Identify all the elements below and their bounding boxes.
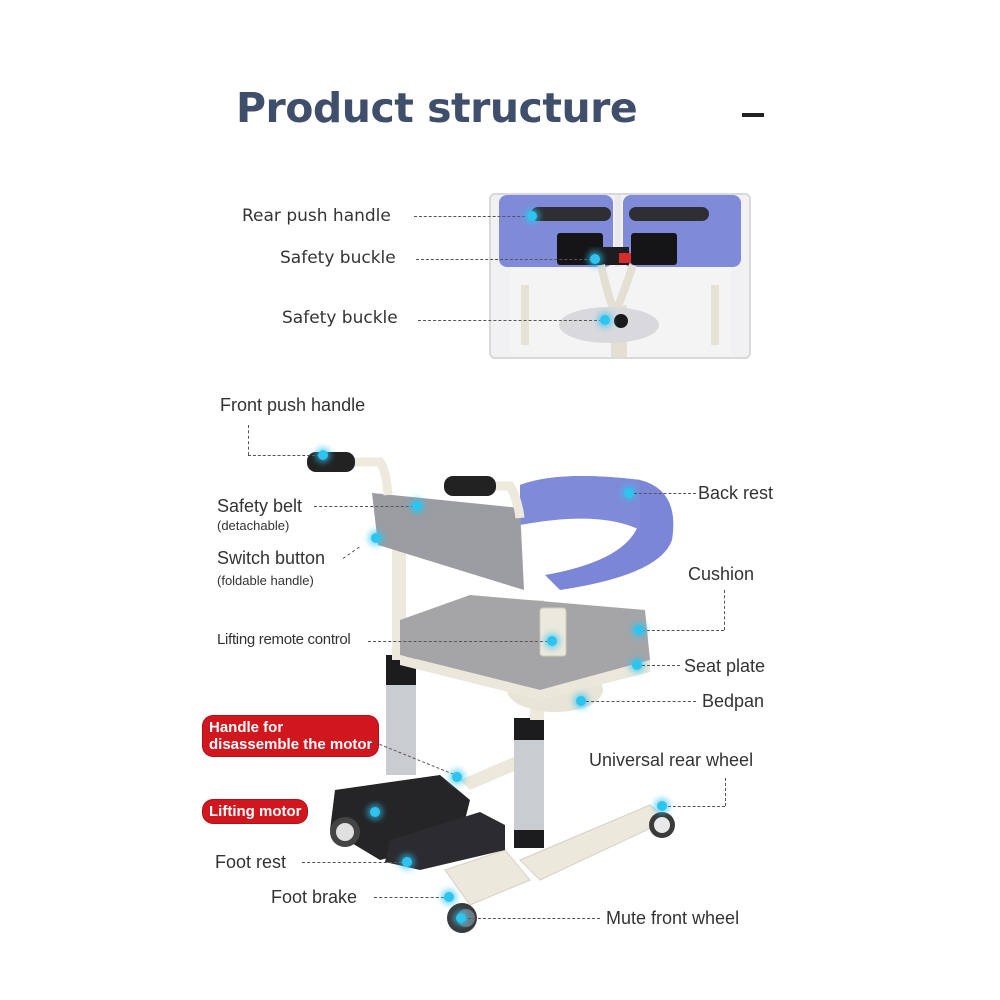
marker-bedpan: [576, 696, 586, 706]
label-safety-buckle-bottom: Safety buckle: [282, 308, 398, 328]
callout-lifting-motor: Lifting motor: [203, 800, 308, 823]
leader-line: [414, 216, 530, 217]
leader-line: [668, 806, 725, 807]
label-switch-button: Switch button: [217, 548, 326, 568]
marker-foot-brake: [444, 892, 454, 902]
marker-back-rest: [624, 488, 634, 498]
label-seat-plate: Seat plate: [684, 656, 766, 676]
leader-line: [248, 455, 320, 456]
leader-line: [724, 590, 725, 630]
marker-seat-plate: [632, 660, 642, 670]
leader-line: [586, 701, 696, 702]
leader-line: [725, 778, 726, 806]
leader-line: [642, 665, 680, 666]
label-back-rest: Back rest: [698, 483, 774, 503]
leader-line: [302, 862, 402, 863]
label-safety-belt-note: (detachable): [217, 518, 290, 533]
label-bedpan: Bedpan: [702, 691, 765, 711]
leader-line: [314, 506, 414, 507]
label-foot-rest: Foot rest: [215, 852, 287, 872]
marker-foot-rest: [402, 857, 412, 867]
callout-line-1: Handle for: [209, 719, 284, 736]
marker-safety-belt: [412, 501, 422, 511]
marker-safety-buckle-top: [590, 254, 600, 264]
marker-lifting-remote-control: [547, 636, 557, 646]
leader-line: [634, 493, 696, 494]
leader-line: [468, 918, 600, 919]
marker-universal-rear-wheel: [657, 801, 667, 811]
leader-line: [642, 630, 724, 631]
leader-line: [374, 897, 444, 898]
label-foot-brake: Foot brake: [271, 887, 358, 907]
marker-switch-button: [371, 533, 381, 543]
marker-cushion: [634, 625, 644, 635]
leader-line: [418, 320, 602, 321]
label-universal-rear-wheel: Universal rear wheel: [589, 750, 754, 770]
marker-handle-disassemble-motor: [452, 772, 462, 782]
marker-mute-front-wheel: [456, 913, 466, 923]
label-front-push-handle: Front push handle: [220, 395, 366, 415]
leader-line: [416, 259, 592, 260]
label-safety-buckle-top: Safety buckle: [280, 248, 396, 268]
label-safety-belt: Safety belt: [217, 496, 303, 516]
page-title: Product structure: [236, 84, 638, 132]
label-lifting-remote-control: Lifting remote control: [217, 631, 351, 648]
callout-line-2: disassemble the motor: [209, 736, 373, 753]
label-mute-front-wheel: Mute front wheel: [606, 908, 740, 928]
leader-line: [248, 425, 249, 455]
label-switch-button-note: (foldable handle): [217, 573, 314, 588]
marker-safety-buckle-bottom: [600, 315, 610, 325]
leader-line: [368, 641, 548, 642]
marker-front-push-handle: [318, 450, 328, 460]
marker-rear-push-handle: [527, 211, 537, 221]
callout-handle-disassemble-motor: Handle for disassemble the motor: [203, 716, 379, 756]
callout-lifting-motor-text: Lifting motor: [209, 803, 302, 820]
marker-lifting-motor: [370, 807, 380, 817]
label-rear-push-handle: Rear push handle: [242, 206, 391, 226]
header-dash-mark: [742, 113, 764, 117]
label-cushion: Cushion: [688, 564, 755, 584]
